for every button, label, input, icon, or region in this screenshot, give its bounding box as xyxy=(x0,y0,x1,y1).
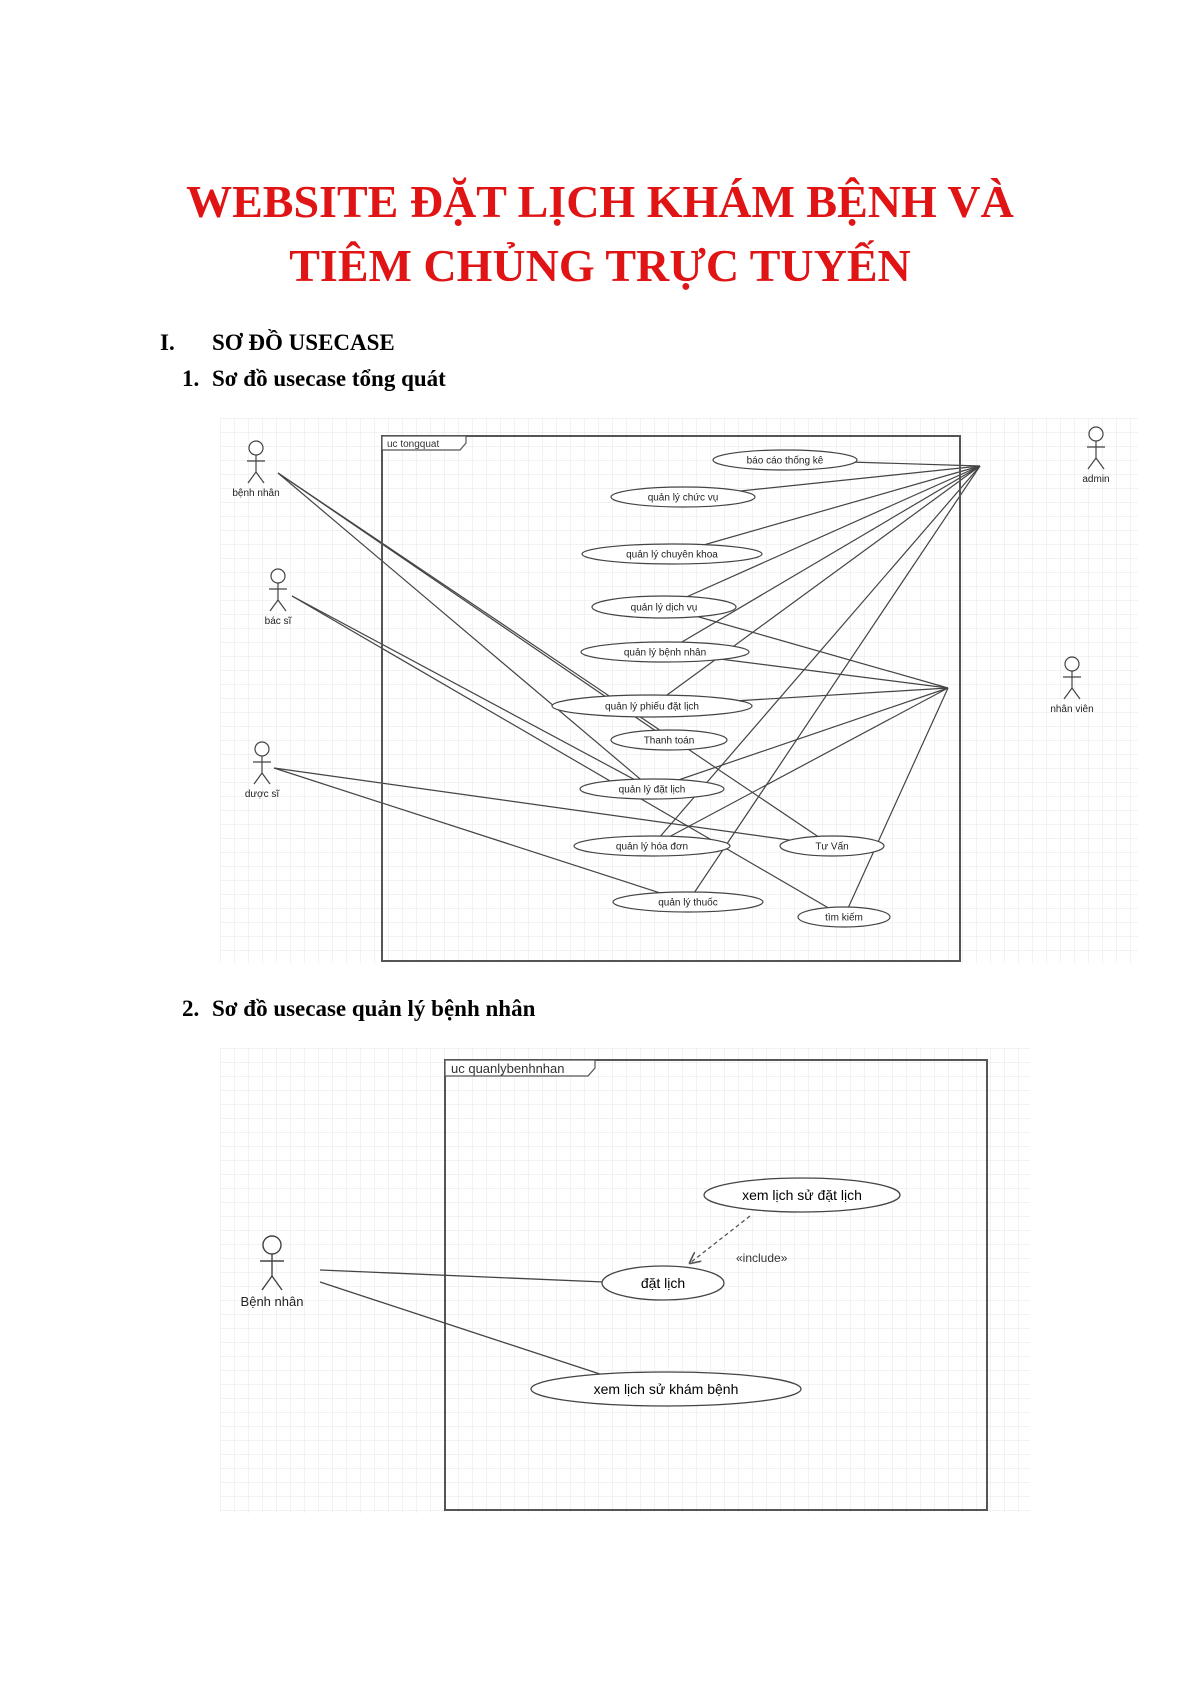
actor-benh-nhan xyxy=(260,1235,284,1291)
actor-duoc-si: dược sĩ xyxy=(245,741,281,800)
subsection-number-1: 1. xyxy=(182,366,200,391)
actor-admin: admin xyxy=(1082,426,1110,485)
association-line xyxy=(291,595,653,790)
usecase-hoa-don: quản lý hóa đơn xyxy=(573,835,731,857)
frame-label: uc tongquat xyxy=(387,439,439,450)
actor-label: bệnh nhân xyxy=(232,488,279,499)
usecase-bao-cao: báo cáo thống kê xyxy=(712,449,858,471)
usecase-diagram-patient: uc quanlybenhnhan «include» xem lịch sử … xyxy=(220,1048,1030,1513)
usecase-diagram-general: uc tongquat báo cáo thống kê quản lý chức… xyxy=(220,418,1138,963)
actors-group: bệnh nhân bác sĩ dược sĩ admin nhân viên xyxy=(232,426,1110,800)
usecase-thuoc: quản lý thuốc xyxy=(612,891,764,913)
actor-bac-si: bác sĩ xyxy=(265,568,293,627)
actor-label: dược sĩ xyxy=(245,789,281,800)
usecase-label: tìm kiếm xyxy=(825,912,863,924)
association-line xyxy=(319,1281,613,1379)
association-line xyxy=(671,465,981,555)
usecase-dat-lich: đặt lịch xyxy=(601,1265,725,1301)
section-heading: I. SƠ ĐỒ USECASE xyxy=(160,330,395,356)
section-label: SƠ ĐỒ USECASE xyxy=(212,330,395,355)
usecase-phieu-dat-lich: quản lý phiếu đặt lịch xyxy=(551,694,753,718)
system-boundary xyxy=(381,435,961,962)
usecase-label: Tư Vấn xyxy=(815,841,848,853)
usecase-label: quản lý hóa đơn xyxy=(616,842,688,853)
subsection-label-1: Sơ đồ usecase tổng quát xyxy=(212,366,446,391)
actor-label: admin xyxy=(1082,474,1109,485)
association-line xyxy=(277,472,833,847)
association-line xyxy=(291,595,845,918)
system-boundary-2 xyxy=(444,1059,988,1511)
usecase-label: quản lý phiếu đặt lịch xyxy=(605,701,699,713)
include-label: «include» xyxy=(736,1251,788,1265)
usecase-label: quản lý chức vụ xyxy=(648,493,719,504)
association-line xyxy=(664,465,981,653)
usecase-label: Thanh toán xyxy=(644,736,695,747)
frame-label-tab xyxy=(381,435,467,451)
usecase-xem-lich-su-dat-lich: xem lịch sử đặt lịch xyxy=(703,1177,901,1213)
association-line xyxy=(687,465,981,903)
subsection-heading-1: 1. Sơ đồ usecase tổng quát xyxy=(182,366,446,392)
usecase-label: quản lý dịch vụ xyxy=(631,603,698,614)
association-line xyxy=(651,465,981,707)
usecase-label: xem lịch sử khám bệnh xyxy=(594,1381,739,1397)
usecase-benh-nhan-uc: quản lý bệnh nhân xyxy=(580,641,750,663)
association-line xyxy=(651,687,949,790)
association-line xyxy=(663,465,981,608)
association-line xyxy=(319,1269,605,1283)
usecase-dich-vu: quản lý dịch vụ xyxy=(591,595,737,619)
usecase-label: báo cáo thống kê xyxy=(747,455,824,467)
subsection-heading-2: 2. Sơ đồ usecase quản lý bệnh nhân xyxy=(182,996,535,1022)
usecase-label: đặt lịch xyxy=(641,1275,685,1291)
subsection-number-2: 2. xyxy=(182,996,200,1021)
frame-label-tab-2 xyxy=(444,1059,596,1077)
association-line xyxy=(651,687,949,847)
usecase-tu-van: Tư Vấn xyxy=(779,835,885,857)
usecase-label: xem lịch sử đặt lịch xyxy=(742,1187,862,1203)
section-number: I. xyxy=(160,330,175,355)
usecase-chuyen-khoa: quản lý chuyên khoa xyxy=(581,543,763,565)
document-title: WEBSITE ĐẶT LỊCH KHÁM BỆNH VÀ TIÊM CHỦNG… xyxy=(0,170,1200,298)
usecase-dat-lich: quản lý đặt lịch xyxy=(579,778,725,800)
usecases-group: báo cáo thống kê quản lý chức vụ quản lý c… xyxy=(551,449,891,928)
association-line xyxy=(277,472,653,790)
actor-nhan-vien: nhân viên xyxy=(1050,656,1094,715)
grid-background xyxy=(220,418,1138,963)
usecase-label: quản lý chuyên khoa xyxy=(626,550,718,561)
actor-label: Bệnh nhân xyxy=(241,1294,304,1309)
usecase-xem-lich-su-kham-benh: xem lịch sử khám bệnh xyxy=(530,1371,802,1407)
actor-label: nhân viên xyxy=(1050,704,1093,715)
usecase-thanh-toan: Thanh toán xyxy=(610,729,728,751)
usecase-label: quản lý bệnh nhân xyxy=(624,648,706,659)
association-lines xyxy=(273,459,981,918)
association-line xyxy=(273,767,833,847)
actor-benh-nhan: bệnh nhân xyxy=(232,440,280,499)
association-line xyxy=(843,687,949,918)
title-line-1: WEBSITE ĐẶT LỊCH KHÁM BỆNH VÀ xyxy=(186,176,1014,227)
association-line xyxy=(273,767,689,903)
include-arrow xyxy=(690,1215,751,1263)
subsection-label-2: Sơ đồ usecase quản lý bệnh nhân xyxy=(212,996,536,1021)
usecase-tim-kiem: tìm kiếm xyxy=(797,906,891,928)
usecase-chuc-vu: quản lý chức vụ xyxy=(610,486,756,508)
title-line-2: TIÊM CHỦNG TRỰC TUYẾN xyxy=(289,240,911,291)
frame-label-2: uc quanlybenhnhan xyxy=(451,1061,565,1076)
actor-label: bác sĩ xyxy=(265,616,293,627)
association-line xyxy=(663,606,949,689)
usecase-label: quản lý thuốc xyxy=(658,897,718,909)
usecase-label: quản lý đặt lịch xyxy=(619,785,686,796)
